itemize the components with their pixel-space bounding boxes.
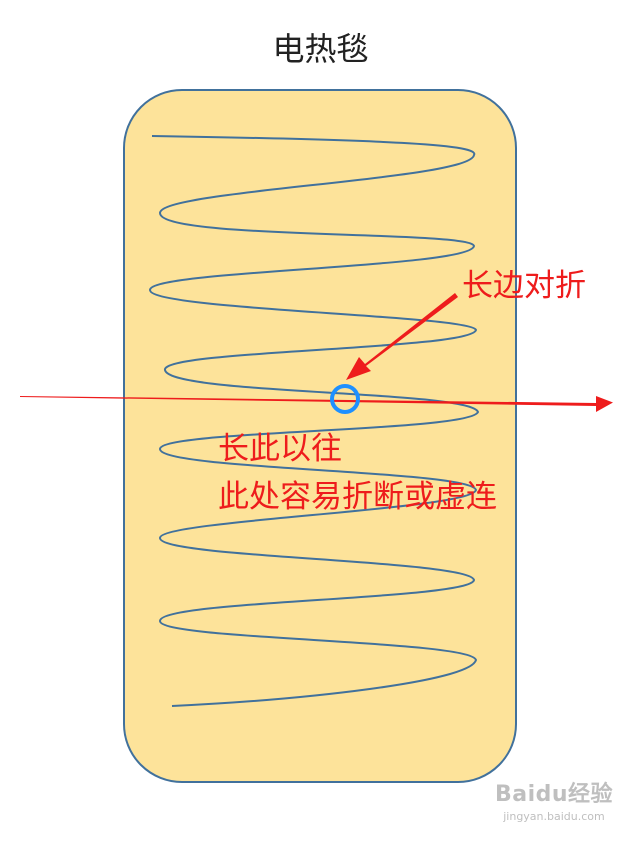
consequence-annotation-line2: 此处容易折断或虚连 [218, 479, 497, 515]
consequence-annotation-line1: 长此以往 [218, 431, 342, 467]
diagram-title: 电热毯 [272, 30, 369, 68]
fold-point-circle [330, 384, 360, 414]
pointer-arrow [346, 293, 458, 380]
watermark-url: jingyan.baidu.com [503, 810, 605, 823]
fold-annotation: 长边对折 [462, 268, 586, 304]
fold-line-arrow [20, 396, 613, 412]
heating-wire [148, 135, 480, 707]
baidu-watermark: Baidu经验 jingyan.baidu.com [494, 776, 614, 823]
electric-blanket [123, 89, 517, 783]
watermark-logo: Baidu经验 [494, 782, 614, 807]
